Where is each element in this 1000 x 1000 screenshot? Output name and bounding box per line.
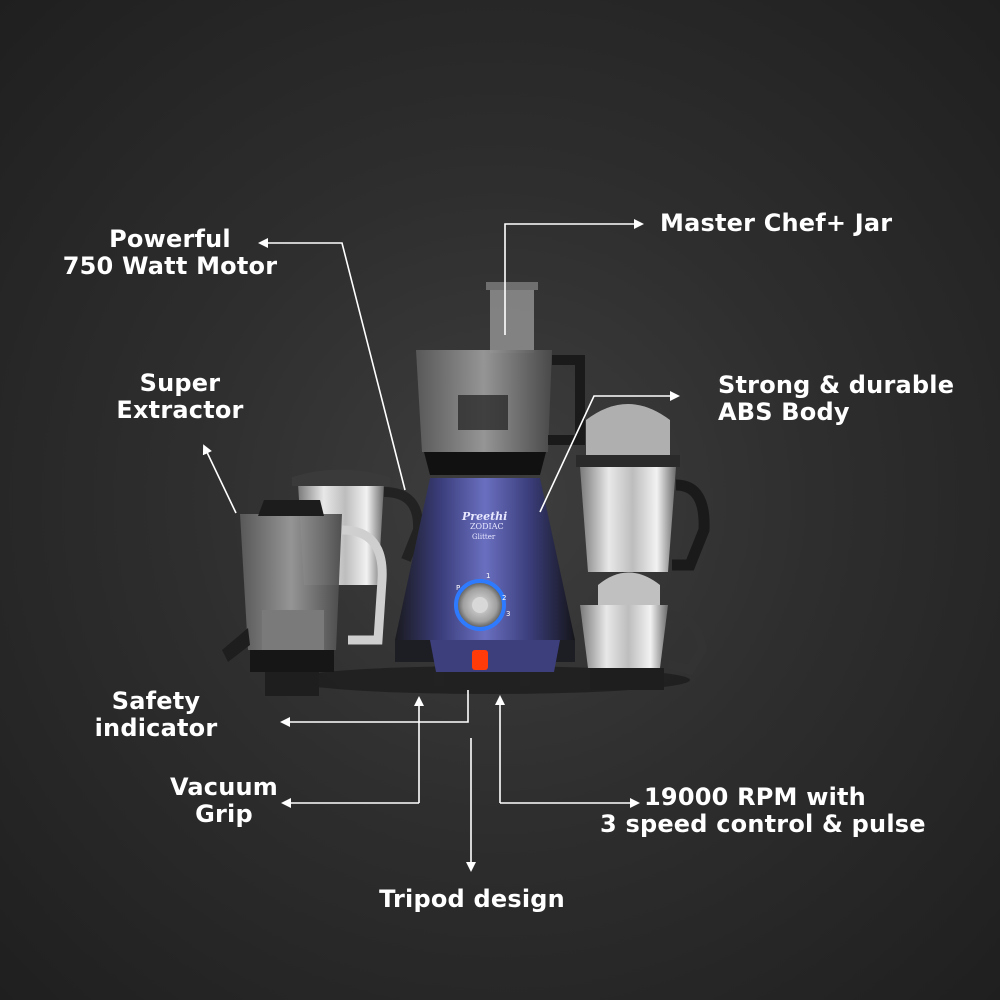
callout-safety-line1: Safety (111, 687, 201, 715)
large-steel-jar (576, 404, 710, 572)
callout-motor-line1: Powerful (109, 225, 231, 253)
callout-abs-body-line2: ABS Body (718, 398, 850, 426)
brand-logo: Preethi ZODIAC Glitter (462, 510, 522, 542)
abs-body-callout-line (539, 391, 680, 513)
callout-vacuum-line2: Grip (195, 800, 253, 828)
safety-callout-line (280, 690, 469, 727)
small-steel-jar (580, 572, 707, 690)
callout-motor-line2: 750 Watt Motor (62, 252, 278, 280)
callout-master-jar: Master Chef+ Jar (660, 210, 892, 237)
callout-master-jar-line1: Master Chef+ Jar (660, 209, 893, 237)
extractor-callout-line (202, 444, 237, 514)
dial-marks: P 1 2 3 (456, 572, 522, 628)
dial-mark-2: 2 (502, 594, 507, 602)
callout-safety-line2: indicator (94, 714, 218, 742)
callout-rpm-line1: 19000 RPM with (644, 783, 866, 811)
master-jar-callout-line (504, 219, 644, 335)
dial-mark-pulse: P (456, 584, 461, 592)
callout-rpm: 19000 RPM with 3 speed control & pulse (600, 783, 926, 838)
callout-tripod: Tripod design (372, 886, 572, 913)
callout-motor: Powerful 750 Watt Motor (60, 226, 280, 280)
brand-name: Preethi (462, 510, 508, 523)
callout-extractor: Super Extractor (100, 370, 260, 424)
callout-rpm-line2: 3 speed control & pulse (600, 810, 926, 838)
callout-tripod-line1: Tripod design (379, 885, 565, 913)
safety-indicator-light (472, 650, 488, 670)
callout-safety: Safety indicator (86, 688, 226, 742)
brand-model: ZODIAC (470, 522, 504, 531)
callout-extractor-line2: Extractor (116, 396, 244, 424)
callout-abs-body-line1: Strong & durable (718, 371, 955, 399)
master-chef-jar (416, 282, 585, 475)
motor-callout-line (258, 238, 406, 491)
callout-extractor-line1: Super (139, 369, 221, 397)
brand-variant: Glitter (472, 533, 496, 541)
callout-abs-body: Strong & durable ABS Body (718, 372, 954, 426)
dial-mark-3: 3 (506, 610, 511, 618)
extractor-jar (222, 500, 387, 696)
dial-mark-1: 1 (486, 572, 491, 580)
callout-vacuum: Vacuum Grip (154, 774, 294, 828)
callout-lines (202, 219, 680, 872)
callout-vacuum-line1: Vacuum (169, 773, 279, 801)
motor-body (395, 478, 575, 686)
